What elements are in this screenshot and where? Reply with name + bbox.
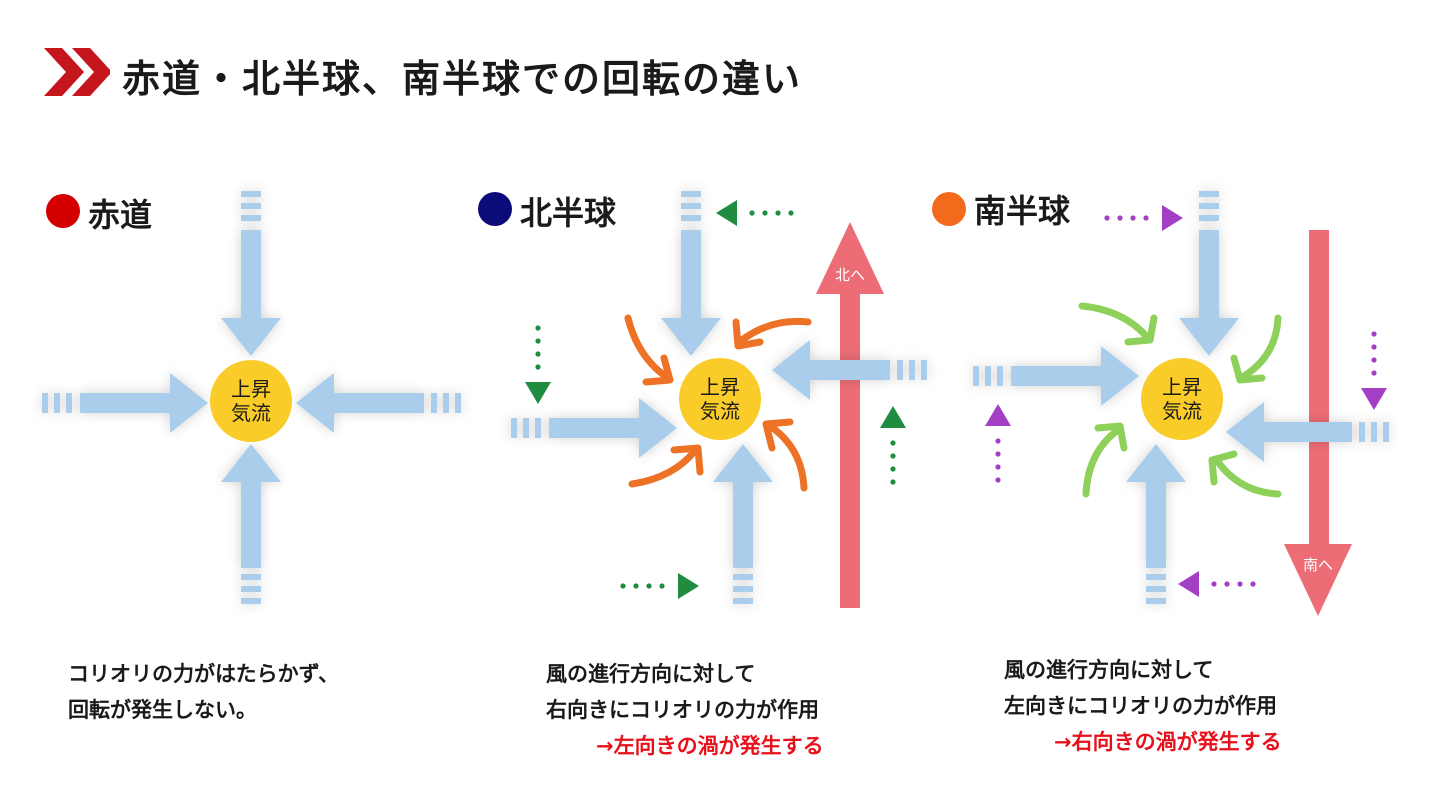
southern-deflection-arrow-top — [1104, 205, 1183, 231]
northern-wind-group — [511, 191, 927, 604]
equator-wind-arrow-from-east — [296, 373, 461, 433]
northern-wind-arrow-from-west — [511, 398, 677, 458]
northern-description: 風の進行方向に対して 右向きにコリオリの力が作用 →左向きの渦が発生する — [546, 656, 824, 764]
southern-pole-label: 南へ — [1303, 556, 1333, 574]
equator-wind-arrow-from-south — [221, 444, 281, 604]
southern-deflection-arrow-left — [985, 404, 1011, 483]
southern-result-text: →右向きの渦が発生する — [1054, 730, 1282, 754]
southern-wind-arrow-from-east — [1226, 402, 1389, 462]
equator-wind-arrow-from-north — [221, 191, 281, 356]
southern-updraft-label-line2: 気流 — [1162, 399, 1202, 423]
northern-deflection-arrow-top — [716, 200, 794, 226]
southern-heading: 南半球 — [974, 192, 1071, 230]
northern-pole-label: 北へ — [835, 266, 865, 284]
northern-wind-arrow-from-south — [713, 444, 773, 604]
northern-result-text: →左向きの渦が発生する — [596, 734, 824, 758]
southern-pole-arrow — [1284, 230, 1352, 616]
northern-swirl-arrow-sw — [628, 448, 698, 488]
equator-description: コリオリの力がはたらかず、 回転が発生しない。 — [68, 656, 339, 728]
northern-wind-arrow-from-north — [661, 191, 721, 356]
equator-description-line1: コリオリの力がはたらかず、 — [68, 662, 340, 686]
equator-updraft-label-line1: 上昇 — [231, 377, 271, 401]
northern-deflection-arrow-right — [880, 406, 906, 485]
equator-wind-group — [42, 191, 461, 604]
southern-swirl-arrow-nw — [1078, 302, 1152, 342]
northern-updraft-label-line2: 気流 — [700, 399, 740, 423]
southern-wind-arrow-from-south — [1126, 444, 1186, 604]
southern-deflection-arrow-bottom — [1178, 571, 1256, 597]
southern-swirl-arrows — [1078, 302, 1282, 498]
southern-wind-arrow-from-west — [973, 346, 1139, 406]
equator-description-line2: 回転が発生しない。 — [68, 698, 257, 722]
northern-wind-arrow-from-east — [772, 340, 927, 400]
chevron-double-icon — [44, 48, 110, 96]
chevron-left-part — [44, 48, 84, 96]
southern-description: 風の進行方向に対して 左向きにコリオリの力が作用 →右向きの渦が発生する — [1004, 652, 1282, 760]
equator-marker-dot — [46, 194, 80, 228]
equator-updraft-label-line2: 気流 — [231, 401, 271, 425]
northern-swirl-arrow-nw — [624, 314, 672, 382]
southern-swirl-arrow-ne — [1240, 314, 1282, 380]
southern-updraft-circle — [1141, 358, 1223, 440]
southern-swirl-arrow-sw — [1082, 426, 1122, 498]
southern-deflection-arrow-right — [1361, 331, 1387, 410]
equator-wind-arrow-from-west — [42, 373, 208, 433]
northern-heading: 北半球 — [520, 194, 617, 232]
northern-updraft-label-line1: 上昇 — [700, 375, 740, 399]
southern-wind-arrow-from-north — [1179, 191, 1239, 356]
southern-updraft-label-line1: 上昇 — [1162, 375, 1202, 399]
northern-swirl-arrow-ne — [738, 317, 812, 344]
northern-updraft-circle — [679, 358, 761, 440]
page-title: 赤道・北半球、南半球での回転の違い — [122, 57, 803, 101]
southern-marker-dot — [932, 192, 966, 226]
equator-updraft-circle — [210, 360, 292, 442]
southern-wind-group — [973, 191, 1389, 604]
northern-description-line2: 右向きにコリオリの力が作用 — [546, 698, 819, 722]
southern-description-line2: 左向きにコリオリの力が作用 — [1004, 694, 1277, 718]
chevron-right-part — [72, 48, 110, 96]
northern-deflection-arrows — [525, 200, 906, 599]
southern-description-line1: 風の進行方向に対して — [1004, 658, 1214, 682]
northern-description-line1: 風の進行方向に対して — [546, 662, 756, 686]
northern-deflection-arrow-left — [525, 325, 551, 404]
northern-swirl-arrow-se — [766, 422, 808, 492]
northern-swirl-arrows — [624, 314, 812, 492]
northern-marker-dot — [478, 192, 512, 226]
equator-heading: 赤道 — [88, 196, 153, 234]
southern-swirl-arrow-se — [1214, 458, 1282, 498]
northern-deflection-arrow-bottom — [620, 573, 699, 599]
southern-deflection-arrows — [985, 205, 1387, 597]
